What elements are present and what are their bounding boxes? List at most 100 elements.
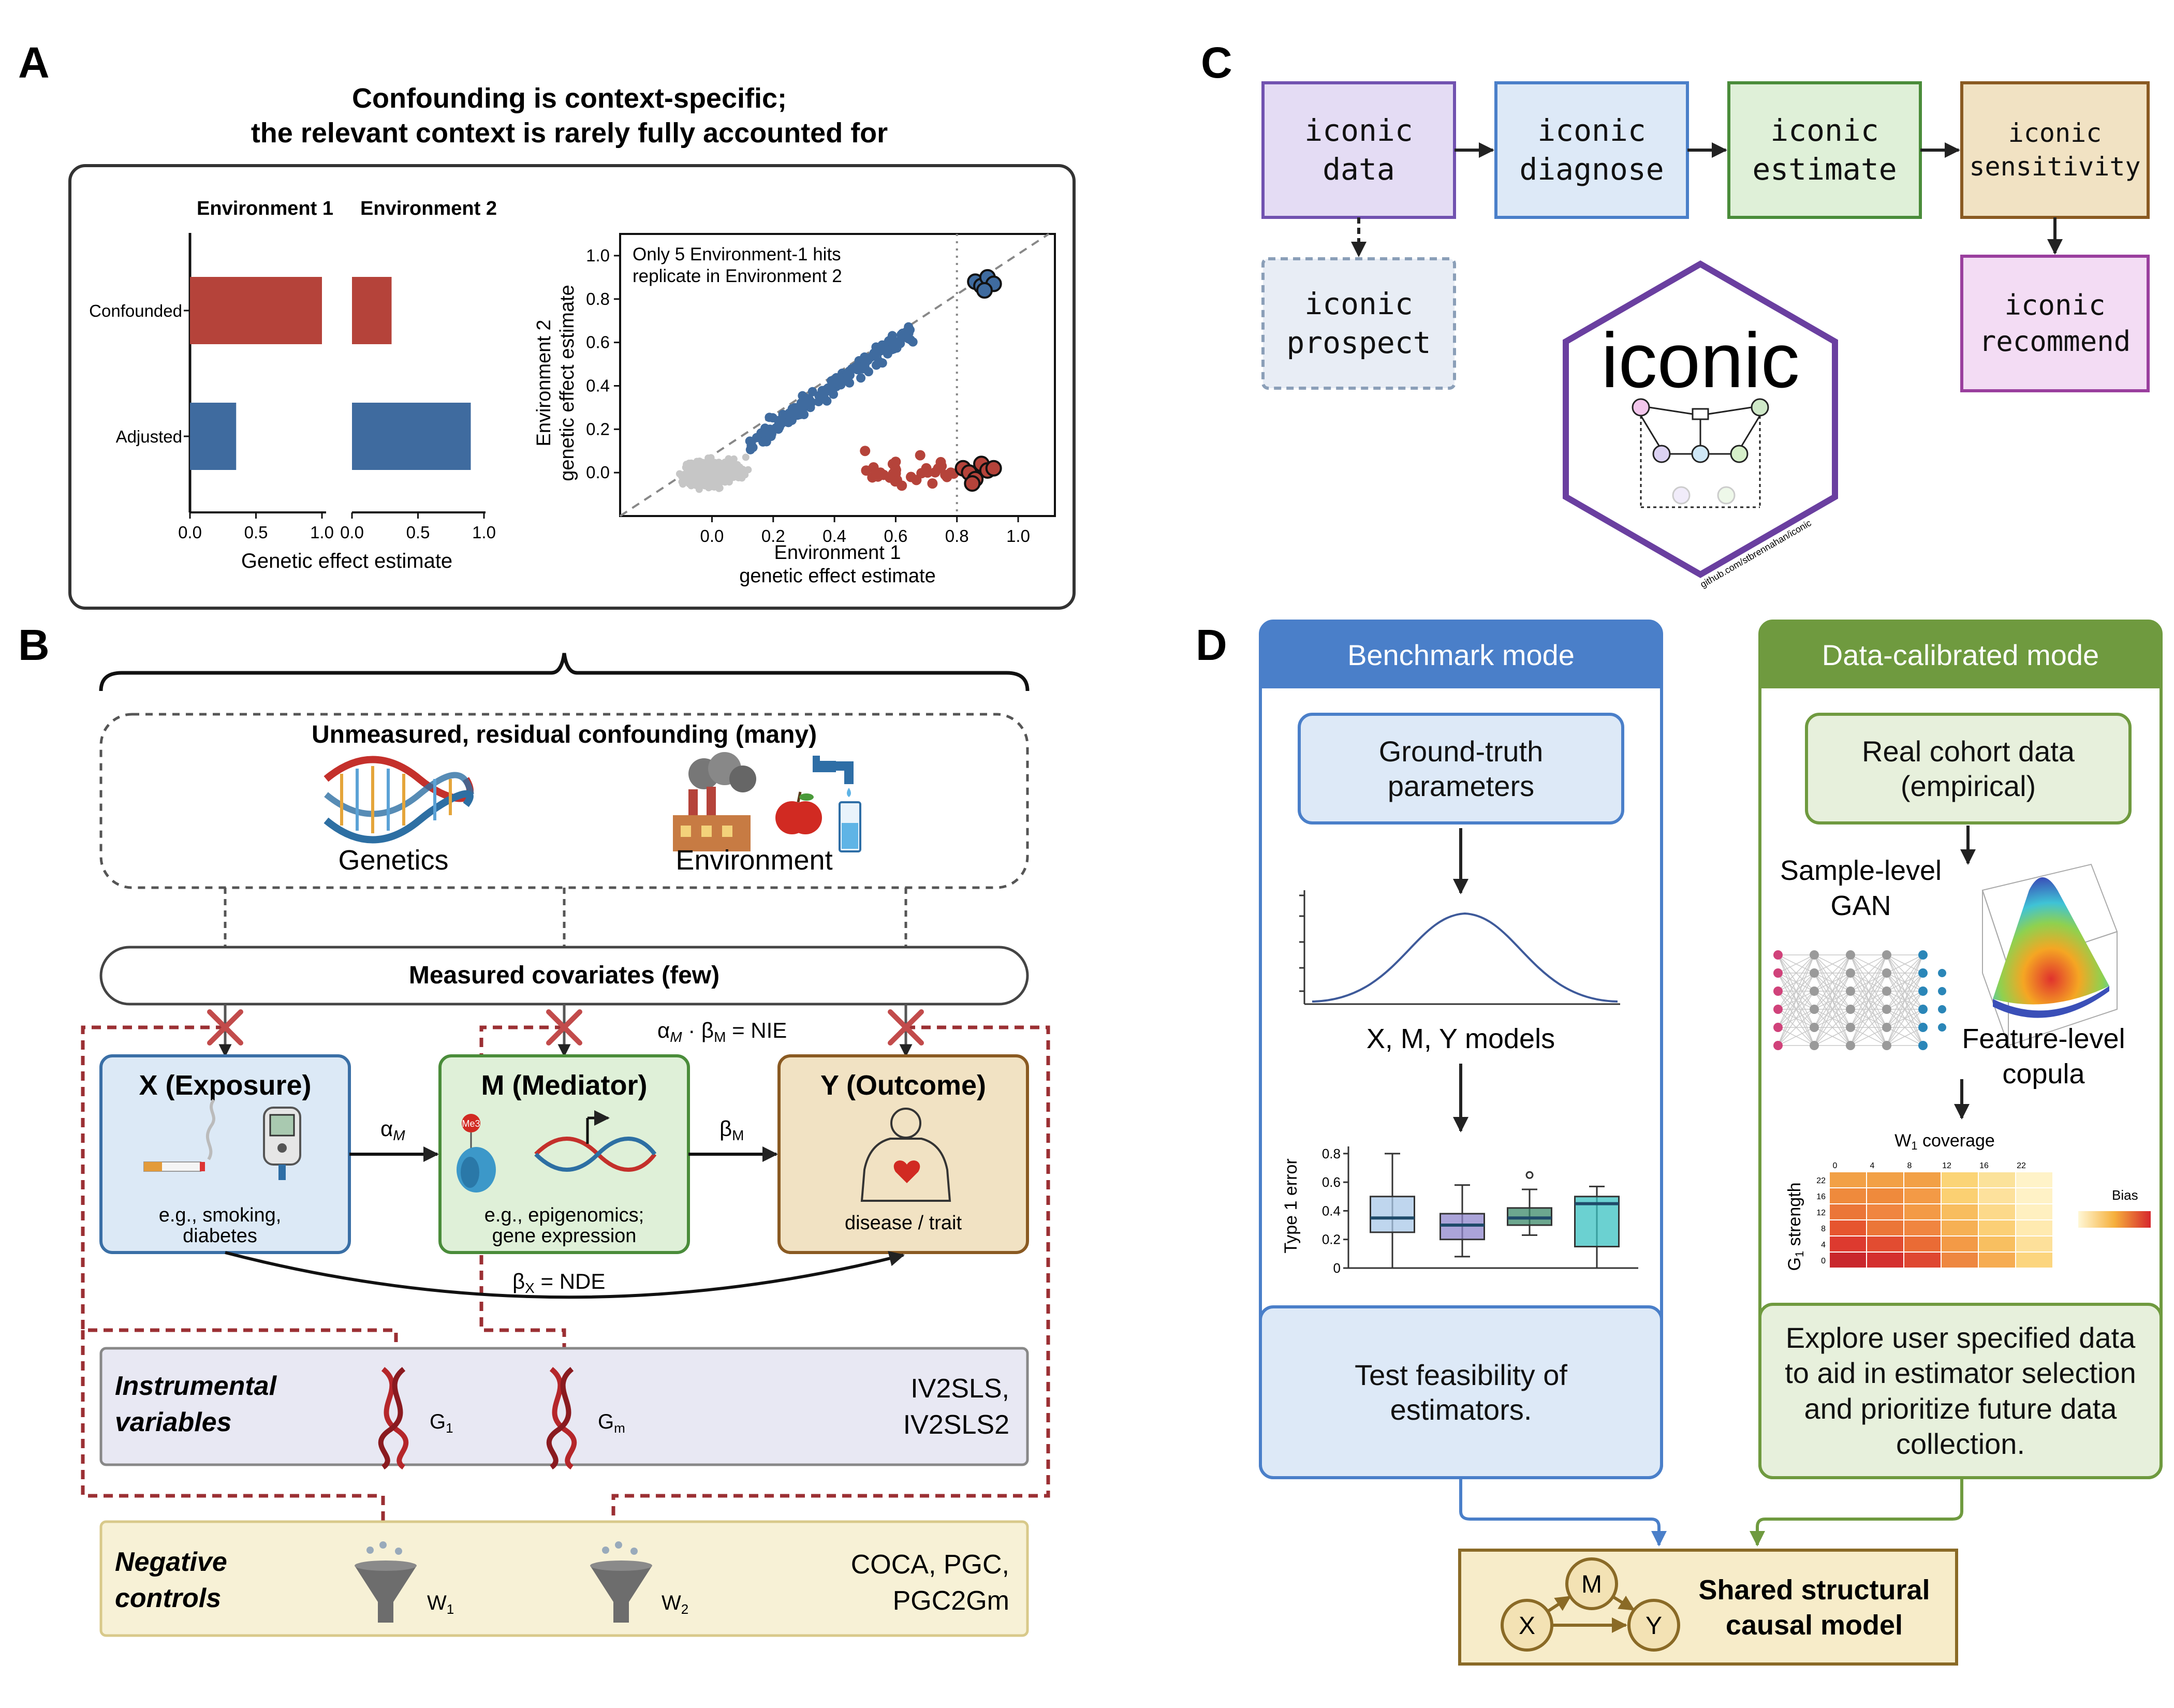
scatter-point-red — [915, 450, 926, 461]
iconic-estimate-box — [1727, 81, 1922, 219]
outcome-desc: disease / trait — [845, 1212, 962, 1234]
scm-y: Y — [1646, 1612, 1662, 1640]
scatter-point-red — [873, 471, 884, 482]
benchmark-header-bg — [1260, 621, 1662, 688]
iconic-recommend-label: iconic recommend — [1979, 288, 2131, 358]
scatter-point-null — [742, 453, 750, 461]
dna-g1-icon — [378, 1367, 409, 1470]
scatter-point-blue — [905, 325, 915, 335]
iconic-diagnose-label: iconic diagnose — [1519, 112, 1664, 187]
scatter-point-null — [699, 465, 707, 473]
scatter-y-tick: 1.0 — [586, 246, 610, 265]
scatter-frame — [619, 233, 1056, 517]
scatter-point-blue — [856, 373, 866, 383]
scatter-points — [675, 269, 1002, 493]
heatmap-cell — [1942, 1236, 1978, 1251]
boxplot-box — [1370, 1196, 1415, 1233]
heatmap-cell — [2016, 1188, 2052, 1203]
iv-label-line1: Instrumental — [115, 1371, 277, 1401]
scatter-point-blue — [886, 337, 896, 347]
gene-expression-icon — [534, 1110, 657, 1172]
ground-truth-box — [1298, 713, 1624, 824]
calibrated-result-label: Explore user specified data to aid in es… — [1785, 1321, 2136, 1460]
strength-label: G1 strength — [1785, 1182, 1806, 1271]
scatter-point-null — [715, 479, 723, 487]
bias-legend-bar — [2078, 1211, 2151, 1228]
boxplot-y-tick: 0.2 — [1322, 1232, 1341, 1247]
nc-methods-line1: COCA, PGC, — [851, 1550, 1009, 1580]
scatter-y-label-line1: Environment 2 — [533, 319, 555, 446]
heatmap-cell — [1904, 1253, 1941, 1268]
nc-methods-line2: PGC2Gm — [893, 1586, 1009, 1616]
heatmap-cell — [2016, 1220, 2052, 1235]
scatter-point-null — [701, 472, 709, 479]
heatmap-cell — [1979, 1188, 2015, 1203]
heatmap-cell — [1830, 1204, 1866, 1219]
heatmap-cell — [1904, 1172, 1941, 1187]
heatmap-y-tick: 22 — [1816, 1176, 1826, 1185]
panel-a-frame — [68, 164, 1076, 610]
bar-tick-label: 1.0 — [472, 523, 496, 542]
factory-icon — [673, 752, 756, 851]
bar-2-adjusted — [352, 403, 471, 470]
scatter-y-tick: 0.4 — [586, 376, 610, 395]
benchmark-header: Benchmark mode — [1347, 638, 1575, 671]
coverage-title: W1 coverage — [1894, 1131, 1995, 1152]
scatter-point-null — [694, 471, 701, 479]
copula-label-line1: Feature-level — [1962, 1023, 2125, 1054]
scatter-point-blue — [758, 437, 768, 447]
copula-surface-icon — [1981, 863, 2118, 1047]
scatter-point-null — [721, 459, 729, 467]
glucose-meter-icon — [263, 1107, 301, 1180]
scatter-point-blue — [853, 364, 863, 374]
scatter-point-null — [712, 470, 720, 478]
body-heart-icon — [860, 1108, 951, 1202]
category-confounded: Confounded — [89, 301, 182, 320]
w2-label: W2 — [662, 1592, 688, 1617]
boxplot-y-tick: 0.6 — [1322, 1174, 1341, 1190]
heatmap-cell — [1942, 1204, 1978, 1219]
cohort-box — [1805, 713, 2132, 824]
scatter-x-tick: 1.0 — [1006, 526, 1030, 546]
g1-label: G1 — [430, 1410, 453, 1436]
bias-legend-label: Bias — [2112, 1187, 2138, 1203]
panel-d-label: D — [1196, 621, 1227, 669]
scatter-point-blue — [845, 378, 855, 388]
scatter-point-red — [890, 476, 901, 487]
scatter-point-null — [701, 482, 709, 490]
env2-label: Environment 2 — [360, 198, 497, 219]
histone-icon: Me3 — [457, 1114, 496, 1192]
scm-m: M — [1581, 1571, 1602, 1598]
scatter-x-label-line2: genetic effect estimate — [739, 565, 936, 587]
heatmap-cell — [1942, 1220, 1978, 1235]
heatmap-y-tick: 0 — [1821, 1257, 1826, 1265]
heatmap-x-tick: 4 — [1870, 1161, 1875, 1170]
environment-label: Environment — [675, 845, 832, 876]
scatter-x-tick: 0.8 — [945, 526, 969, 546]
nc-label-line2: controls — [115, 1583, 221, 1613]
mediator-desc-line1: e.g., epigenomics; — [484, 1204, 644, 1226]
heatmap-cell — [1979, 1220, 2015, 1235]
block-x-marks — [207, 1009, 924, 1046]
scatter-point-blue — [820, 387, 830, 397]
bar-1-confounded — [190, 277, 322, 344]
scatter-point-blue — [774, 420, 784, 430]
heatmap-cell — [2016, 1236, 2052, 1251]
iv-box — [99, 1347, 1029, 1466]
heatmap-cell — [1942, 1253, 1978, 1268]
iconic-prospect-box — [1261, 257, 1456, 390]
nie-label: αM · βM = NIE — [657, 1018, 787, 1045]
backdoor-paths — [81, 1025, 1050, 1522]
panel-a-title-line2: the relevant context is rarely fully acc… — [251, 117, 888, 149]
panel-a-title-line1: Confounding is context-specific; — [352, 83, 787, 114]
genetics-label: Genetics — [338, 845, 448, 876]
heatmap-cell — [2016, 1172, 2052, 1187]
scatter-point-red — [887, 459, 898, 469]
scatter-point-red — [940, 469, 951, 480]
scatter-point-null — [741, 471, 749, 479]
scatter-point-null — [718, 472, 726, 479]
cigarette-icon — [143, 1099, 215, 1172]
